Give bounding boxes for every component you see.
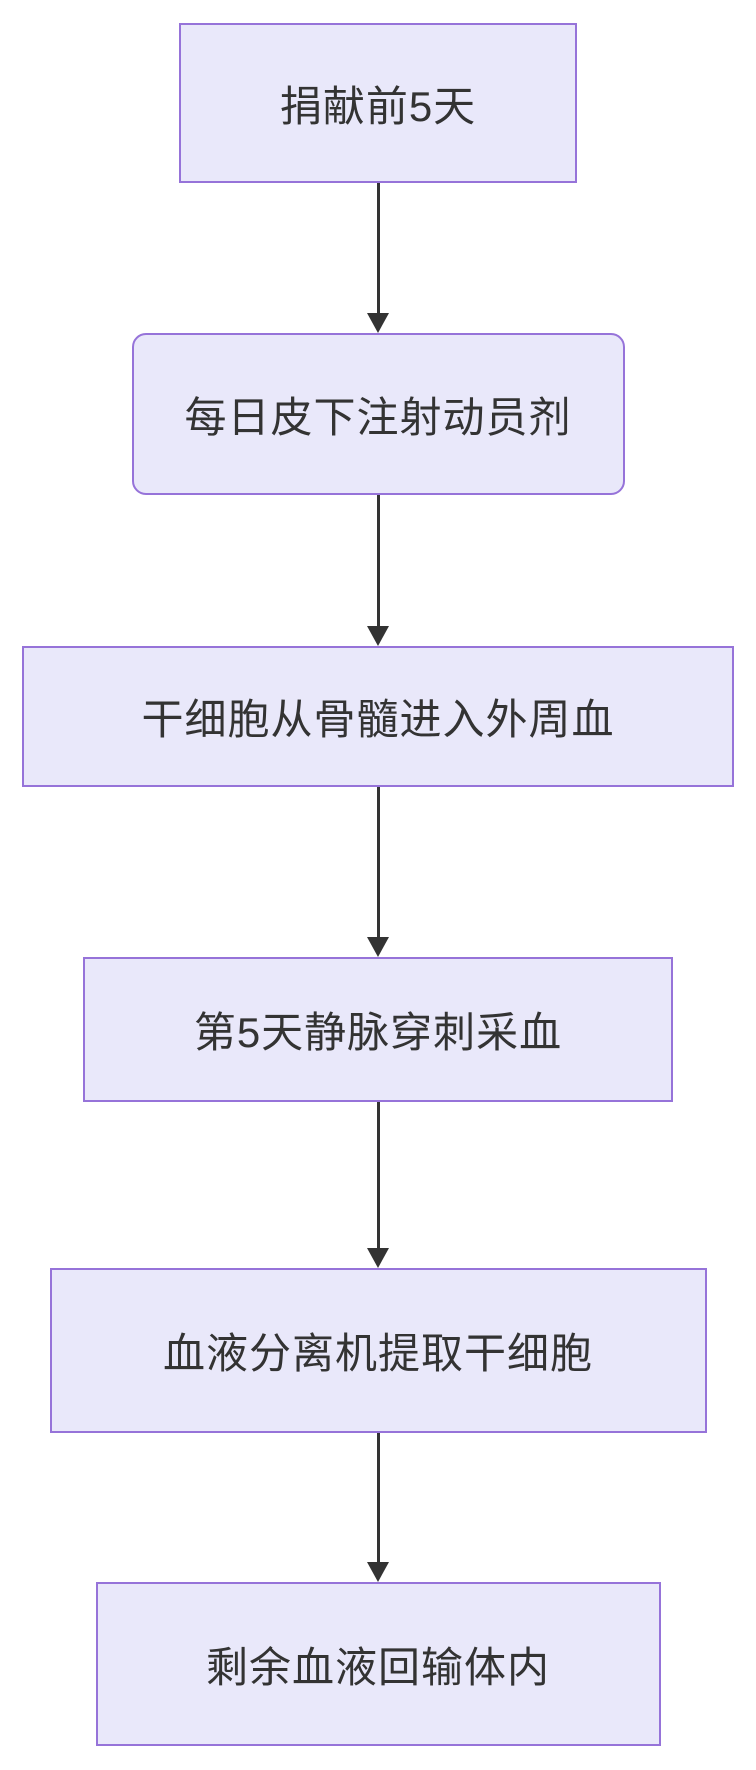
flow-node-label: 剩余血液回输体内 (205, 1643, 550, 1691)
flow-node-label: 每日皮下注射动员剂 (184, 393, 572, 441)
arrow-head-icon (367, 937, 389, 957)
flow-node-label: 捐献前5天 (279, 82, 477, 130)
arrow-head-icon (367, 1562, 389, 1582)
arrow-line (376, 1102, 380, 1248)
flow-node-pre-donation: 捐献前5天 (179, 23, 577, 183)
down-arrow (367, 787, 389, 957)
flow-node-stem-cells-to-blood: 干细胞从骨髓进入外周血 (22, 646, 734, 787)
arrow-line (376, 183, 380, 313)
flow-node-venipuncture: 第5天静脉穿刺采血 (83, 957, 673, 1102)
flow-node-daily-injection: 每日皮下注射动员剂 (131, 333, 625, 495)
flow-node-label: 血液分离机提取干细胞 (162, 1330, 593, 1377)
down-arrow (367, 1102, 389, 1268)
flow-node-label: 第5天静脉穿刺采血 (193, 1009, 563, 1056)
arrow-head-icon (367, 626, 389, 646)
down-arrow (367, 1433, 389, 1582)
flow-node-apheresis-extraction: 血液分离机提取干细胞 (49, 1268, 707, 1433)
arrow-head-icon (367, 313, 389, 333)
arrow-line (376, 495, 380, 626)
arrow-line (376, 1433, 380, 1562)
flow-node-label: 干细胞从骨髓进入外周血 (141, 696, 615, 743)
arrow-line (376, 787, 380, 937)
arrow-head-icon (367, 1248, 389, 1268)
down-arrow (367, 495, 389, 646)
down-arrow (367, 183, 389, 333)
flow-node-blood-reinfusion: 剩余血液回输体内 (95, 1582, 661, 1746)
